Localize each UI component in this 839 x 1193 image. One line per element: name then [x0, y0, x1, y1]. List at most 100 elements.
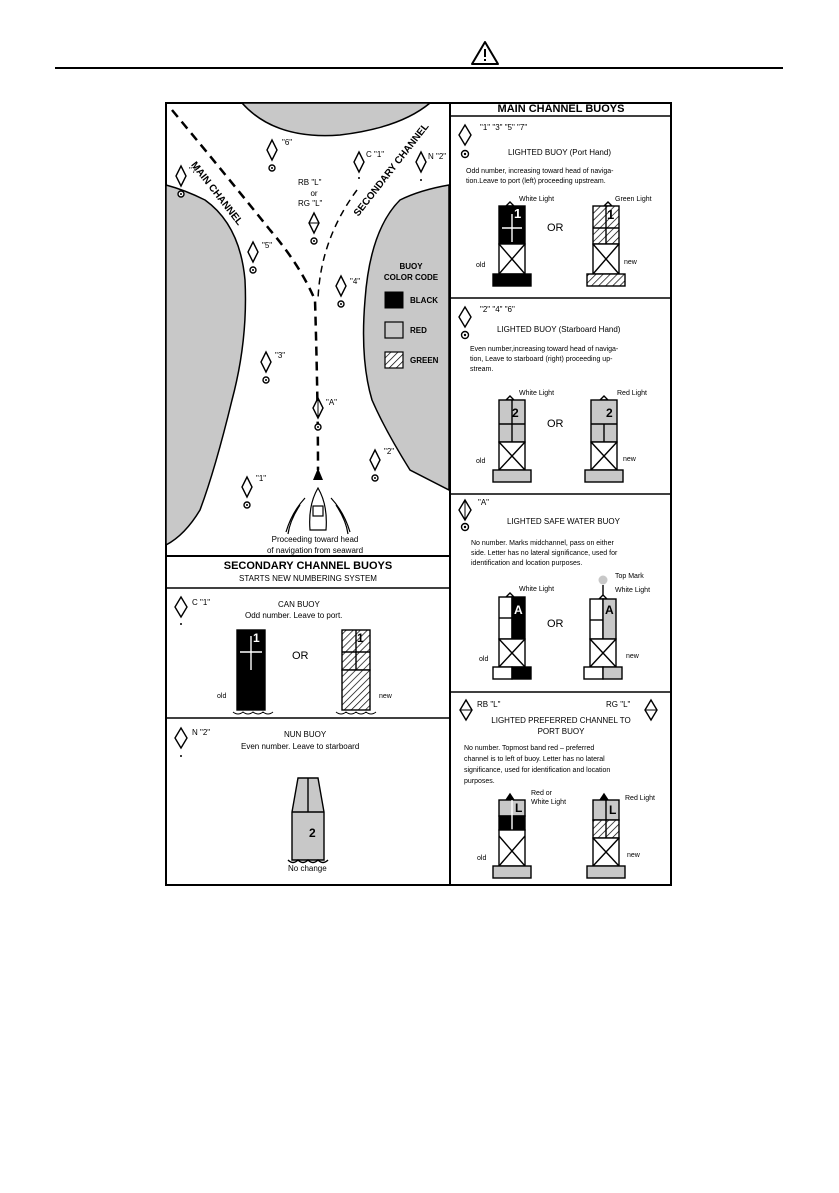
map-buoy-3 — [260, 350, 272, 384]
safe-water-letter-label: "A" — [478, 498, 490, 507]
preferred-buoy-old — [492, 792, 532, 879]
preferred-old: old — [477, 855, 487, 862]
map-buoy-4 — [335, 274, 347, 308]
can-label: C "1" — [192, 598, 211, 607]
boat-icon — [285, 486, 351, 535]
can-digit-new: 1 — [357, 631, 364, 645]
map-buoy-1 — [241, 475, 253, 509]
legend-black-swatch — [384, 291, 404, 309]
main-section-title: MAIN CHANNEL BUOYS — [497, 103, 625, 115]
land-right — [362, 184, 450, 492]
map-buoy-2 — [369, 448, 381, 482]
secondary-channel-line — [317, 189, 358, 301]
starboard-buoy-old — [492, 395, 532, 483]
safe-water-top-mark: Top Mark — [615, 573, 644, 580]
map-label-3: "3" — [275, 351, 286, 360]
map-label-c1: C "1" — [366, 150, 385, 159]
map-label-4: "4" — [350, 277, 361, 286]
starboard-new: new — [623, 456, 636, 463]
preferred-light-new: Red Light — [625, 795, 655, 802]
map-label-1: "1" — [256, 474, 267, 483]
can-buoy-old — [236, 629, 266, 711]
port-name: LIGHTED BUOY (Port Hand) — [508, 148, 611, 157]
nun-name: NUN BUOY — [284, 730, 327, 739]
can-or: OR — [292, 650, 309, 662]
safe-water-name: LIGHTED SAFE WATER BUOY — [507, 517, 620, 526]
preferred-desc-1: No number. Topmost band red – preferred — [464, 745, 595, 752]
port-digit-new: 1 — [607, 207, 615, 222]
port-old: old — [476, 262, 486, 269]
secondary-section-subtitle: STARTS NEW NUMBERING SYSTEM — [239, 574, 377, 583]
preferred-desc-4: purposes. — [464, 778, 495, 785]
preferred-label-right: RG "L" — [606, 700, 631, 709]
port-desc-2: tion.Leave to port (left) proceeding ups… — [466, 178, 606, 185]
safe-water-buoy-old — [492, 592, 532, 680]
map-label-n2: N "2" — [428, 152, 447, 161]
can-symbol-icon — [174, 595, 188, 625]
safe-water-letter-new: A — [605, 603, 614, 617]
header-rule — [55, 67, 783, 69]
land-areas — [165, 102, 450, 547]
water-lines — [232, 711, 377, 715]
junction-rb-label: RB "L" — [298, 178, 322, 187]
preferred-name-2: PORT BUOY — [537, 727, 585, 736]
can-name: CAN BUOY — [278, 600, 320, 609]
heading-arrow-icon — [313, 468, 323, 480]
preferred-label-left: RB "L" — [477, 700, 501, 709]
safe-water-light-new: White Light — [615, 587, 651, 594]
safe-water-desc-3: identification and location purposes. — [471, 560, 583, 567]
legend-black-label: BLACK — [410, 296, 438, 305]
port-new: new — [624, 259, 637, 266]
safe-water-buoy-new — [583, 575, 623, 680]
port-light-old: White Light — [519, 196, 555, 203]
starboard-desc-2: tion, Leave to starboard (right) proceed… — [470, 356, 613, 363]
map-label-5: "5" — [262, 241, 273, 250]
map-caption-1: Proceeding toward head — [271, 535, 359, 544]
nun-desc: Even number. Leave to starboard — [241, 742, 360, 751]
preferred-name-1: LIGHTED PREFERRED CHANNEL TO — [491, 716, 631, 725]
main-channel-line — [171, 109, 320, 471]
port-light-new: Green Light — [615, 196, 652, 203]
port-numbers: "1" "3" "5" "7" — [480, 123, 528, 132]
map-buoy-6 — [266, 138, 278, 172]
secondary-section-title: SECONDARY CHANNEL BUOYS — [223, 560, 393, 572]
map-label-2: "2" — [384, 447, 395, 456]
warning-icon — [471, 41, 499, 65]
map-label-7: "7" — [189, 166, 200, 175]
safe-water-light-old: White Light — [519, 586, 555, 593]
safe-water-letter-old: A — [514, 603, 523, 617]
safe-water-or: OR — [547, 618, 564, 630]
land-top — [240, 102, 433, 137]
junction-rg-label: RG "L" — [298, 199, 323, 208]
map-buoy-n2 — [415, 150, 427, 181]
preferred-light-old-2: White Light — [531, 799, 567, 806]
safe-water-desc-1: No number. Marks midchannel, pass on eit… — [471, 540, 614, 547]
port-digit-old: 1 — [514, 206, 522, 221]
preferred-new: new — [627, 852, 640, 859]
starboard-old: old — [476, 458, 486, 465]
starboard-desc-1: Even number,increasing toward head of na… — [470, 346, 619, 353]
starboard-light-new: Red Light — [617, 390, 647, 397]
map-buoy-7 — [175, 164, 187, 198]
safe-water-symbol-icon — [458, 498, 472, 532]
preferred-right-symbol-icon — [644, 698, 658, 722]
legend-red-label: RED — [410, 326, 427, 335]
preferred-desc-2: channel is to left of buoy. Letter has n… — [464, 756, 605, 763]
legend-green-label: GREEN — [410, 356, 439, 365]
nun-label: N "2" — [192, 728, 211, 737]
port-desc-1: Odd number, increasing toward head of na… — [466, 168, 614, 175]
preferred-left-symbol-icon — [459, 698, 473, 722]
can-digit-old: 1 — [253, 631, 260, 645]
map-label-a: "A" — [326, 398, 338, 407]
starboard-name: LIGHTED BUOY (Starboard Hand) — [497, 325, 621, 334]
preferred-desc-3: significance, used for identification an… — [464, 767, 611, 774]
safe-water-new: new — [626, 653, 639, 660]
preferred-buoy-new — [586, 792, 626, 879]
nun-symbol-icon — [174, 726, 188, 757]
preferred-light-old-1: Red or — [531, 790, 553, 797]
starboard-buoy-new — [584, 395, 624, 483]
can-new: new — [379, 693, 392, 700]
can-old: old — [217, 693, 227, 700]
port-buoy-new — [586, 201, 626, 287]
